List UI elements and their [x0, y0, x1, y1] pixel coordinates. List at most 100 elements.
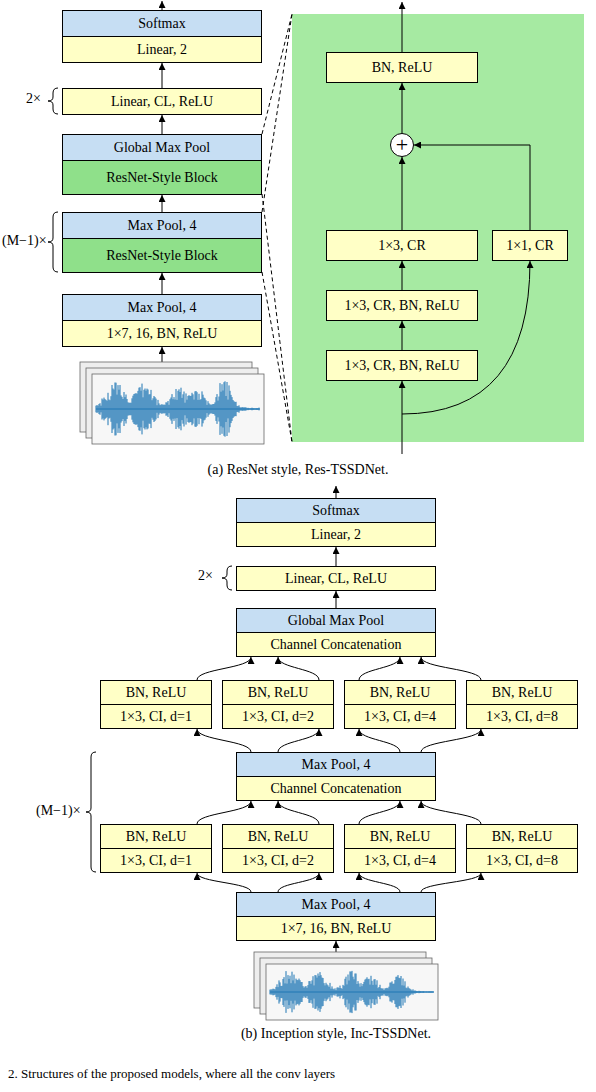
layer-text: ResNet-Style Block	[106, 170, 218, 185]
layer-text: Linear, CL, ReLU	[285, 571, 387, 586]
flow-arrow	[359, 873, 400, 892]
layer-text: BN, ReLU	[372, 60, 433, 75]
layer-text: Global Max Pool	[114, 140, 210, 155]
layer-box: Channel Concatenation	[236, 632, 436, 657]
layer-text: BN, ReLU	[492, 685, 553, 700]
layer-text: 1×3, CI, d=8	[486, 853, 558, 868]
input-arrow	[336, 941, 337, 952]
repeat-label: 2×	[26, 91, 41, 107]
layer-text: Linear, 2	[137, 42, 187, 57]
zoom-leader-line	[262, 272, 292, 442]
flow-arrow	[278, 657, 319, 680]
layer-text: 1×3, CI, d=1	[120, 853, 192, 868]
output-arrow	[336, 486, 337, 498]
flow-arrow	[421, 657, 481, 680]
pooling-box: Softmax	[236, 498, 436, 523]
flow-arrow	[197, 729, 251, 752]
layer-text: ResNet-Style Block	[106, 248, 218, 263]
layer-text: 1×3, CI, d=4	[364, 709, 436, 724]
figure-caption: 2. Structures of the proposed models, wh…	[8, 1066, 335, 1082]
layer-box: 1×3, CR	[326, 230, 478, 261]
layer-box: 1×3, CI, d=2	[222, 704, 334, 729]
repeat-label: (M−1)×	[36, 803, 81, 819]
layer-text: BN, ReLU	[126, 829, 187, 844]
layer-box: BN, ReLU	[100, 824, 212, 849]
flow-arrow	[402, 261, 403, 290]
layer-box: 1×3, CI, d=4	[344, 704, 456, 729]
flow-arrow	[336, 591, 337, 608]
layer-box: 1×7, 16, BN, ReLU	[62, 320, 262, 347]
curly-brace	[48, 212, 58, 272]
layer-box: Linear, 2	[62, 36, 262, 63]
layer-text: Channel Concatenation	[270, 637, 401, 652]
layer-text: BN, ReLU	[492, 829, 553, 844]
curly-brace	[86, 752, 96, 872]
layer-box: 1×1, CR	[492, 230, 568, 261]
layer-box: BN, ReLU	[466, 824, 578, 849]
flow-arrow	[402, 321, 403, 350]
layer-text: 1×3, CI, d=4	[364, 853, 436, 868]
layer-text: 1×3, CI, d=2	[242, 709, 314, 724]
layer-box: BN, ReLU	[344, 680, 456, 705]
flow-arrow	[197, 801, 251, 824]
curly-brace	[48, 88, 58, 114]
speech-waveform	[96, 381, 259, 436]
layer-box: BN, ReLU	[222, 824, 334, 849]
layer-text: BN, ReLU	[248, 685, 309, 700]
layer-box: 1×3, CI, d=4	[344, 848, 456, 873]
flow-arrow	[278, 801, 319, 824]
flow-arrow	[359, 729, 400, 752]
layer-box: Linear, 2	[236, 522, 436, 547]
layer-box: BN, ReLU	[326, 52, 478, 83]
flow-arrow	[414, 145, 530, 230]
zoom-leader-line	[262, 14, 292, 212]
layer-box: 1×3, CI, d=1	[100, 848, 212, 873]
layer-box: BN, ReLU	[344, 824, 456, 849]
layer-text: 1×3, CR, BN, ReLU	[344, 298, 459, 313]
layer-text: BN, ReLU	[370, 829, 431, 844]
layer-text: BN, ReLU	[248, 829, 309, 844]
layer-text: BN, ReLU	[126, 685, 187, 700]
layer-text: Linear, CL, ReLU	[111, 94, 213, 109]
resnet-block-box: ResNet-Style Block	[62, 160, 262, 195]
layer-text: Max Pool, 4	[302, 897, 371, 912]
layer-box: Linear, CL, ReLU	[62, 88, 262, 115]
flow-arrow	[336, 547, 337, 566]
speech-waveform	[270, 971, 433, 1013]
layer-text: 1×1, CR	[506, 238, 554, 253]
layer-box: Channel Concatenation	[236, 776, 436, 801]
curly-brace	[222, 566, 232, 590]
layer-text: 1×3, CR	[378, 238, 426, 253]
flow-arrow	[162, 273, 163, 294]
layer-text: Linear, 2	[311, 527, 361, 542]
layer-box: 1×3, CR, BN, ReLU	[326, 290, 478, 321]
layer-text: Softmax	[138, 16, 185, 31]
skip-connection	[402, 261, 530, 414]
pooling-box: Global Max Pool	[236, 608, 436, 633]
zoom-leader-line	[262, 14, 292, 134]
layer-box: 1×3, CI, d=2	[222, 848, 334, 873]
layer-box: 1×3, CI, d=1	[100, 704, 212, 729]
layer-text: 1×7, 16, BN, ReLU	[281, 921, 392, 936]
layer-box: Linear, CL, ReLU	[236, 566, 436, 591]
layer-box: BN, ReLU	[222, 680, 334, 705]
flow-arrow	[421, 729, 481, 752]
waveform-card	[266, 964, 438, 1020]
input-arrow	[402, 381, 403, 454]
layer-box: 1×3, CI, d=8	[466, 848, 578, 873]
flow-arrow	[421, 801, 481, 824]
waveform-card	[92, 374, 264, 444]
flow-arrow	[197, 873, 251, 892]
flow-arrow	[278, 729, 319, 752]
sum-symbol: +	[396, 134, 408, 156]
layer-box: 1×3, CI, d=8	[466, 704, 578, 729]
layer-text: Softmax	[312, 503, 359, 518]
flow-arrow	[359, 801, 400, 824]
pooling-box: Max Pool, 4	[62, 294, 262, 321]
output-arrow	[162, 1, 163, 10]
flow-arrow	[402, 83, 403, 133]
pooling-box: Softmax	[62, 10, 262, 37]
layer-box: 1×3, CR, BN, ReLU	[326, 350, 478, 381]
layer-text: 1×3, CR, BN, ReLU	[344, 358, 459, 373]
layer-text: 1×3, CI, d=1	[120, 709, 192, 724]
